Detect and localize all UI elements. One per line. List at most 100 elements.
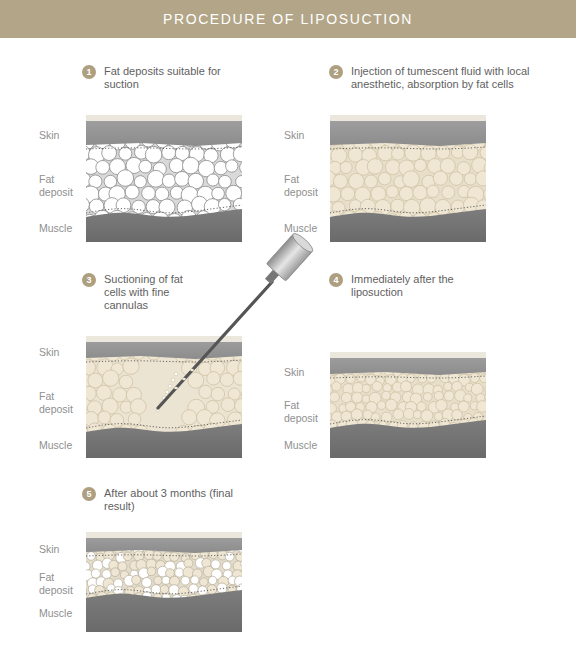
fat-cell <box>86 197 89 212</box>
fat-cell <box>333 174 347 188</box>
fat-cell <box>433 171 447 185</box>
fat-cell <box>236 552 242 562</box>
layer-label: Skin <box>284 129 330 142</box>
fat-cell <box>452 410 463 421</box>
callout-number: 1 <box>82 65 96 79</box>
fat-ground <box>330 115 486 242</box>
fat-cell <box>128 413 141 426</box>
fat-cell <box>220 373 234 387</box>
fat-cell <box>241 559 242 568</box>
fat-cell <box>218 198 230 210</box>
fascia-dotted-line <box>86 205 242 213</box>
skin-layer <box>330 352 486 375</box>
epidermis <box>330 352 486 358</box>
fat-cell <box>377 401 386 410</box>
fat-cell <box>413 411 421 419</box>
fat-cell <box>233 146 242 161</box>
fat-cell <box>464 173 476 185</box>
step-callout: 3Suctioning of fat cells with fine cannu… <box>82 273 204 312</box>
layer-label: Fat deposit <box>39 390 85 416</box>
fat-cell <box>147 567 156 576</box>
fat-cell <box>142 577 152 587</box>
muscle-layer <box>86 209 242 242</box>
layer-label: Fat deposit <box>284 173 330 199</box>
skin-layer <box>86 532 242 553</box>
fat-cell <box>341 392 351 402</box>
fat-cell <box>233 371 242 385</box>
tissue-cross-section <box>320 352 500 458</box>
fat-cell <box>470 373 480 383</box>
fat-cell <box>332 382 341 391</box>
cannula-opening <box>190 369 194 371</box>
fat-cell <box>365 175 378 188</box>
fat-cell <box>219 175 232 188</box>
fat-cell <box>154 576 163 585</box>
fat-cell <box>484 187 486 201</box>
fat-cell <box>477 401 486 413</box>
step-heading: After about 3 months (final result) <box>104 487 239 513</box>
fat-cell <box>147 170 164 187</box>
fat-cell <box>418 374 427 383</box>
cannula-opening <box>174 387 178 389</box>
epidermis <box>86 532 242 538</box>
layer-label: Muscle <box>39 222 85 235</box>
tissue-cross-section <box>75 532 251 632</box>
fat-cell <box>392 147 405 160</box>
callout-number: 5 <box>82 487 96 501</box>
step-heading: Immediately after the liposuction <box>351 273 473 299</box>
fat-cell <box>207 174 219 186</box>
fat-cell <box>442 186 455 199</box>
fat-cells <box>330 363 486 432</box>
fat-cell <box>362 384 370 392</box>
fascia-dotted-line <box>330 416 486 424</box>
suctioned-cell <box>174 372 178 376</box>
fat-cell <box>98 411 111 424</box>
fat-cell <box>449 172 463 186</box>
fat-cell <box>222 561 231 570</box>
fat-cell <box>142 186 156 200</box>
fat-cell <box>198 586 207 595</box>
fat-cell <box>451 200 464 213</box>
fat-cell <box>199 385 212 398</box>
fat-cell <box>330 186 341 202</box>
cannula-handle <box>258 231 315 290</box>
step-heading: Fat deposits suitable for suction <box>104 65 234 91</box>
fat-cell <box>399 187 413 201</box>
step-callout: 2Injection of tumescent fluid with local… <box>329 65 556 91</box>
fat-cell <box>434 391 443 400</box>
fat-cell <box>139 160 152 173</box>
layer-label: Muscle <box>284 439 330 452</box>
fat-cell <box>233 198 242 210</box>
fat-cell <box>476 171 486 186</box>
fat-cell <box>420 198 436 214</box>
fat-cell <box>393 409 404 420</box>
skin-layer <box>330 115 486 146</box>
fat-ground <box>86 336 242 458</box>
fat-cell <box>421 410 433 422</box>
fat-cell <box>118 562 127 571</box>
fascia-dotted-line <box>86 586 242 594</box>
fat-cell <box>403 408 414 419</box>
fat-cell <box>372 381 382 391</box>
fat-cell <box>423 392 432 401</box>
fascia-dotted-line <box>86 554 242 556</box>
handle-top <box>290 231 315 254</box>
fat-ground <box>330 352 486 458</box>
fat-cell <box>91 569 100 578</box>
step-callout: 4Immediately after the liposuction <box>329 273 473 299</box>
layer-label: Fat deposit <box>39 173 85 199</box>
callout-number: 3 <box>82 273 96 287</box>
fat-cell <box>103 370 119 386</box>
fat-cell <box>169 585 180 596</box>
fascia-dotted-line <box>86 147 242 149</box>
fat-cell <box>189 584 198 593</box>
fascia-dotted-line <box>86 420 242 428</box>
fat-cell <box>340 161 352 173</box>
fat-cell <box>96 160 110 174</box>
layer-label: Muscle <box>39 439 85 452</box>
layer-label: Skin <box>284 366 330 379</box>
cannula <box>158 231 315 408</box>
fat-cell <box>170 552 179 561</box>
step-callout: 5 After about 3 months (final result) <box>82 487 239 513</box>
fascia-dotted-line <box>86 360 242 362</box>
